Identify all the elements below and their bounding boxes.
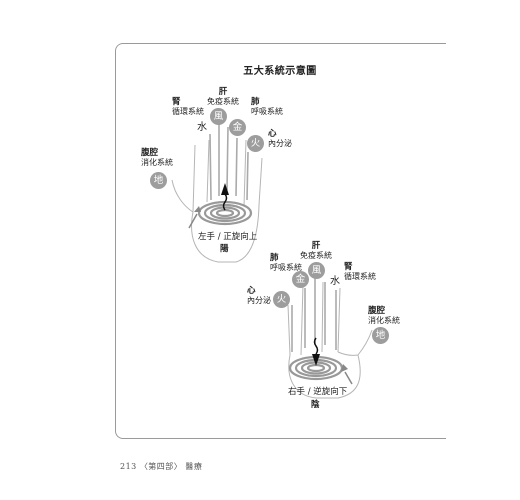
right-abdomen-system: 消化系統 — [368, 316, 400, 325]
left-abdomen-organ: 腹腔 — [141, 148, 159, 158]
left-spiral-ring — [203, 203, 247, 223]
left-liver-system: 免疫系統 — [207, 97, 239, 106]
left-finger-line-5 — [246, 151, 249, 201]
right-liver-organ: 肝 — [311, 241, 321, 251]
right-lung-organ: 肺 — [270, 253, 279, 263]
right-earth-circle: 地 — [372, 327, 389, 344]
right-abdomen-organ: 腹腔 — [368, 306, 386, 316]
left-abdomen-system: 消化系統 — [141, 158, 173, 167]
left-heart-system: 內分泌 — [268, 139, 292, 148]
right-hand-outline — [287, 281, 373, 399]
left-polarity: 陽 — [220, 244, 229, 254]
right-caption: 右手 / 逆旋向下 — [288, 387, 348, 397]
right-liver-system: 免疫系統 — [300, 251, 332, 260]
page-footer: 213 〈第四部〉 醫療 — [120, 462, 203, 471]
left-water-symbol: 水 — [197, 122, 207, 133]
left-kidney-system: 循環系統 — [172, 107, 204, 116]
right-metal-circle: 金 — [292, 271, 309, 288]
right-down-arrowhead — [312, 354, 320, 366]
left-finger-line-4 — [235, 137, 238, 197]
left-abdomen-label: 腹腔 消化系統 — [141, 148, 173, 168]
left-heart-organ: 心 — [268, 129, 277, 139]
right-heart-label: 心 內分泌 — [247, 286, 271, 306]
right-down-wave — [313, 337, 319, 355]
right-thumb-arrow-shaft — [344, 371, 353, 385]
left-wind-circle: 風 — [210, 108, 227, 125]
left-heart-label: 心 內分泌 — [268, 129, 292, 149]
left-lung-label: 肺 呼吸系統 — [251, 97, 283, 117]
left-lung-organ: 肺 — [251, 97, 260, 107]
right-lung-label: 肺 呼吸系統 — [270, 253, 302, 273]
left-spiral-ring — [209, 206, 241, 220]
left-lung-system: 呼吸系統 — [251, 107, 283, 116]
left-thumb-arrowhead — [194, 206, 201, 212]
left-metal-circle: 金 — [229, 119, 246, 136]
left-up-arrowhead — [221, 183, 229, 195]
right-kidney-system: 循環系統 — [344, 272, 376, 281]
left-kidney-label: 腎 循環系統 — [172, 97, 204, 117]
left-kidney-organ: 腎 — [172, 97, 181, 107]
diagram-title: 五大系統示意圖 — [243, 66, 317, 77]
right-abdomen-label: 腹腔 消化系統 — [368, 306, 400, 326]
right-kidney-organ: 腎 — [344, 262, 353, 272]
right-water-symbol: 水 — [330, 276, 340, 287]
right-thumb-arrowhead — [341, 364, 348, 372]
right-polarity: 陰 — [311, 400, 320, 410]
right-liver-label: 肝 免疫系統 — [300, 241, 332, 261]
left-liver-label: 肝 免疫系統 — [207, 87, 239, 107]
right-heart-system: 內分泌 — [247, 296, 271, 305]
right-lung-system: 呼吸系統 — [270, 263, 302, 272]
left-finger-line-3 — [226, 126, 229, 191]
left-caption: 左手 / 正旋向上 — [198, 232, 258, 242]
right-fire-circle: 火 — [273, 291, 290, 308]
left-spiral-ring — [215, 208, 235, 218]
left-up-wave — [222, 193, 228, 211]
left-liver-organ: 肝 — [218, 87, 228, 97]
left-earth-circle: 地 — [150, 172, 167, 189]
left-fire-circle: 火 — [247, 135, 264, 152]
right-wind-circle: 風 — [308, 262, 325, 279]
left-finger-line-1 — [209, 133, 212, 201]
left-hand-outline — [171, 139, 263, 263]
right-heart-organ: 心 — [247, 286, 256, 296]
page-frame — [115, 43, 446, 439]
left-thumb-arrow-shaft — [188, 213, 198, 229]
right-kidney-label: 腎 循環系統 — [344, 262, 376, 282]
